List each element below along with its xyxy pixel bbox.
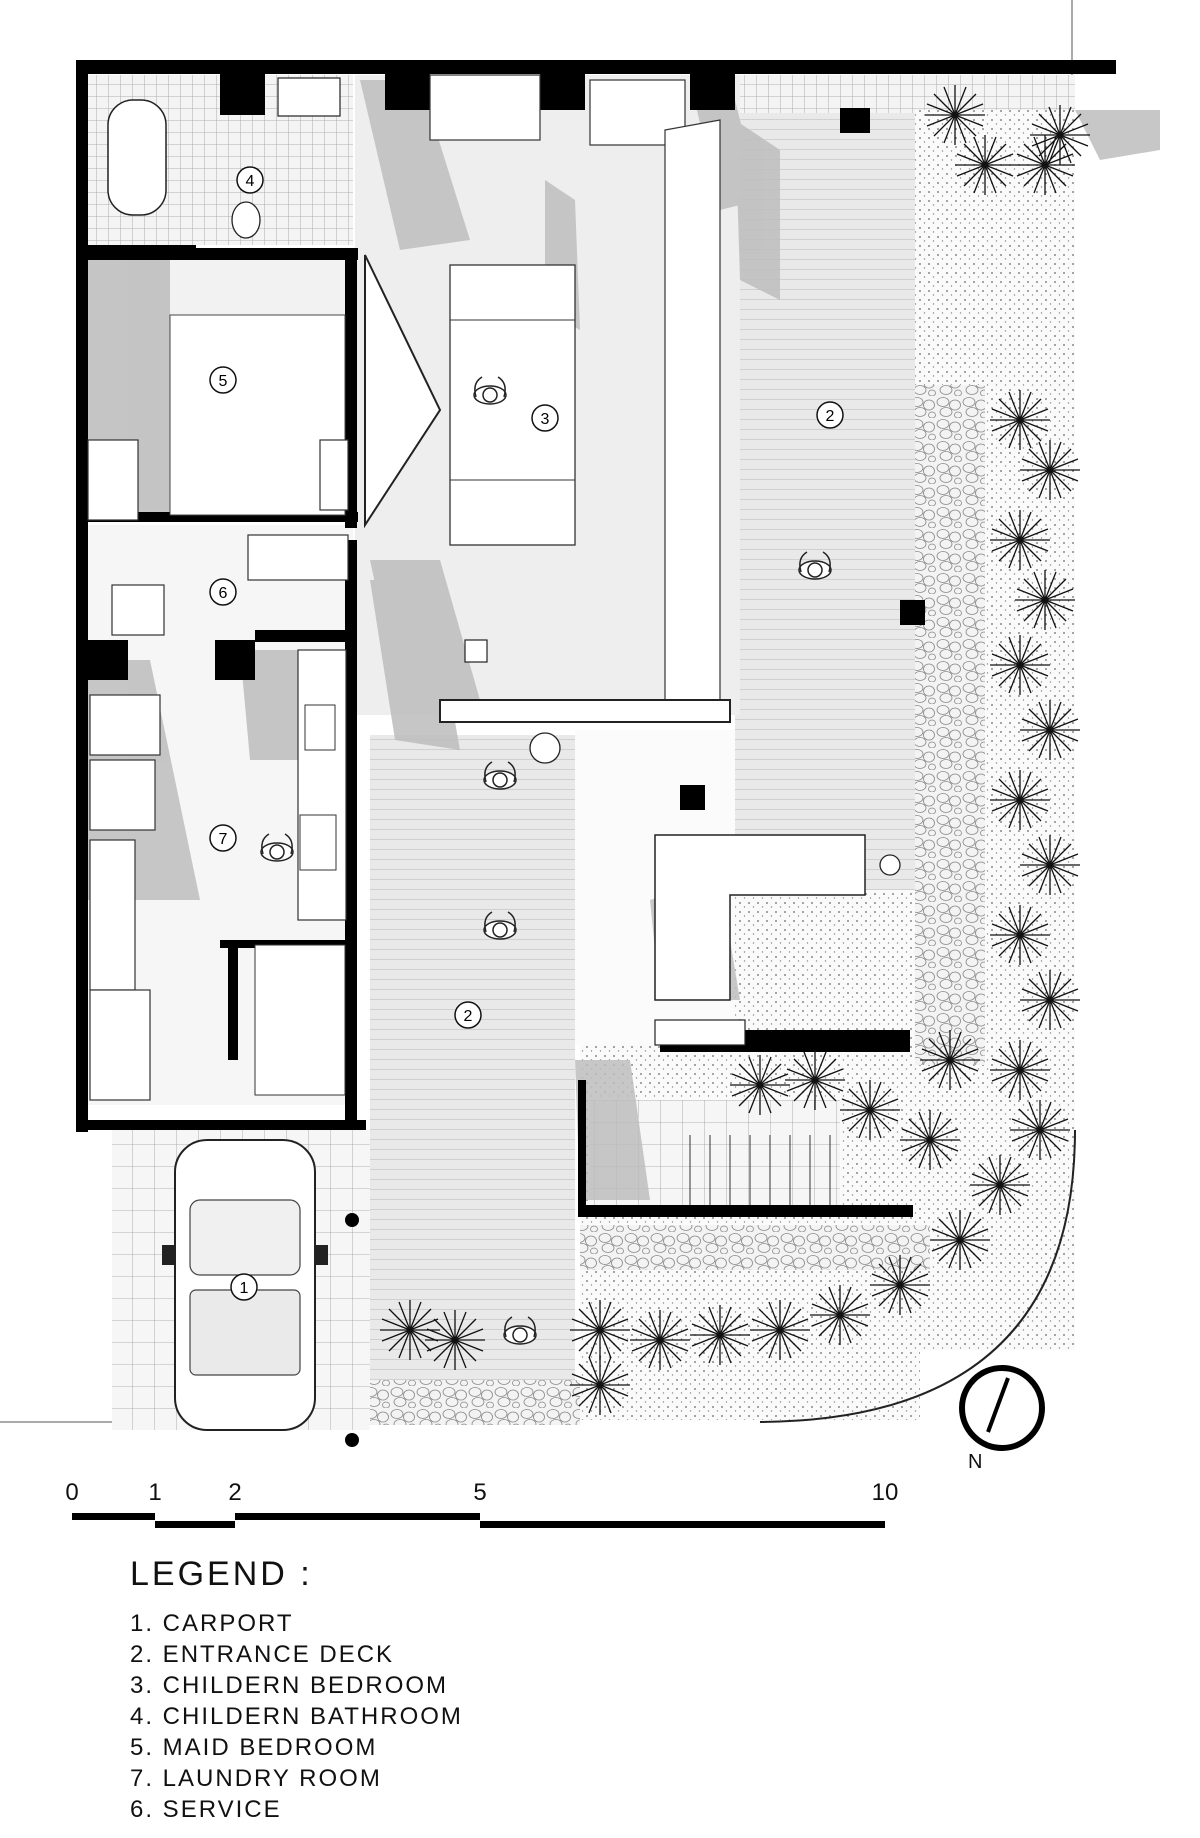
laundry-bench xyxy=(254,944,346,1096)
scale-tick: 10 xyxy=(872,1479,899,1506)
stove xyxy=(299,814,337,871)
svg-text:1: 1 xyxy=(240,1280,249,1297)
scale-tick: 2 xyxy=(228,1479,241,1506)
stairs xyxy=(689,1135,831,1205)
maid-bed-area xyxy=(169,314,346,516)
legend-item: 3. CHILDERN BEDROOM xyxy=(130,1672,449,1699)
room-marker-1: 1 xyxy=(230,1273,258,1301)
svg-text:2: 2 xyxy=(464,1008,473,1025)
room-marker-2-east: 2 xyxy=(816,401,844,429)
laundry-sink xyxy=(304,704,336,751)
maid-cabinet xyxy=(319,439,349,511)
room-marker-7: 7 xyxy=(209,824,237,852)
roof-tiles xyxy=(740,75,1075,113)
room-marker-5: 5 xyxy=(209,366,237,394)
pebble-path xyxy=(915,385,985,1065)
bed xyxy=(449,264,576,546)
legend-item: 5. MAID BEDROOM xyxy=(130,1734,378,1761)
legend-item: 6. SERVICE xyxy=(130,1796,282,1823)
stool xyxy=(879,854,901,876)
floor-plan: 1 2 2 3 4 5 6 7 N 0 1 2 5 xyxy=(0,0,1160,1528)
angled-partition xyxy=(364,254,442,529)
pebble-path xyxy=(370,1380,580,1425)
legend: LEGEND : 1. CARPORT 2. ENTRANCE DECK 3. … xyxy=(130,1555,463,1825)
desk-wall xyxy=(664,119,721,721)
service-counter xyxy=(247,534,349,581)
bathtub xyxy=(107,99,167,216)
terrace-counter xyxy=(654,834,866,1001)
svg-text:4: 4 xyxy=(246,173,255,190)
svg-text:7: 7 xyxy=(219,831,228,848)
planter-box xyxy=(654,1019,746,1046)
entrance-deck-south xyxy=(370,735,575,1395)
room-marker-3: 3 xyxy=(531,404,559,432)
north-arrow: N xyxy=(959,1365,1045,1473)
svg-text:3: 3 xyxy=(541,411,550,428)
room-marker-6: 6 xyxy=(209,578,237,606)
scale-tick: 5 xyxy=(473,1479,486,1506)
svg-text:2: 2 xyxy=(826,408,835,425)
scale-tick: 0 xyxy=(65,1479,78,1506)
legend-item: 1. CARPORT xyxy=(130,1610,294,1637)
svg-text:6: 6 xyxy=(219,585,228,602)
laundry-counter xyxy=(297,649,347,921)
maid-cabinet xyxy=(87,439,139,521)
legend-item: 2. ENTRANCE DECK xyxy=(130,1641,395,1668)
room-marker-4: 4 xyxy=(236,166,264,194)
stool xyxy=(529,732,561,764)
toilet xyxy=(231,201,261,239)
washer xyxy=(89,694,161,756)
dryer xyxy=(89,759,156,831)
gravel-garden xyxy=(730,890,920,1040)
storage-shelf xyxy=(89,839,136,991)
storage-shelf xyxy=(89,989,151,1101)
north-label: N xyxy=(968,1451,982,1473)
garden-boundary xyxy=(759,1129,1076,1423)
sink-counter xyxy=(277,77,341,117)
legend-item: 7. LAUNDRY ROOM xyxy=(130,1765,382,1792)
legend-item: 4. CHILDERN BATHROOM xyxy=(130,1703,463,1730)
scale-bar: 0 1 2 5 10 xyxy=(65,1479,898,1528)
svg-text:5: 5 xyxy=(219,373,228,390)
room-marker-2-south: 2 xyxy=(454,1001,482,1029)
legend-title: LEGEND : xyxy=(130,1555,313,1593)
scale-tick: 1 xyxy=(148,1479,161,1506)
bollards xyxy=(345,1213,359,1447)
nightstand xyxy=(464,639,488,663)
bedroom-south-wall xyxy=(439,699,731,723)
wardrobe xyxy=(429,74,541,141)
pebble-path xyxy=(580,1225,930,1270)
service-cabinet xyxy=(111,584,165,636)
